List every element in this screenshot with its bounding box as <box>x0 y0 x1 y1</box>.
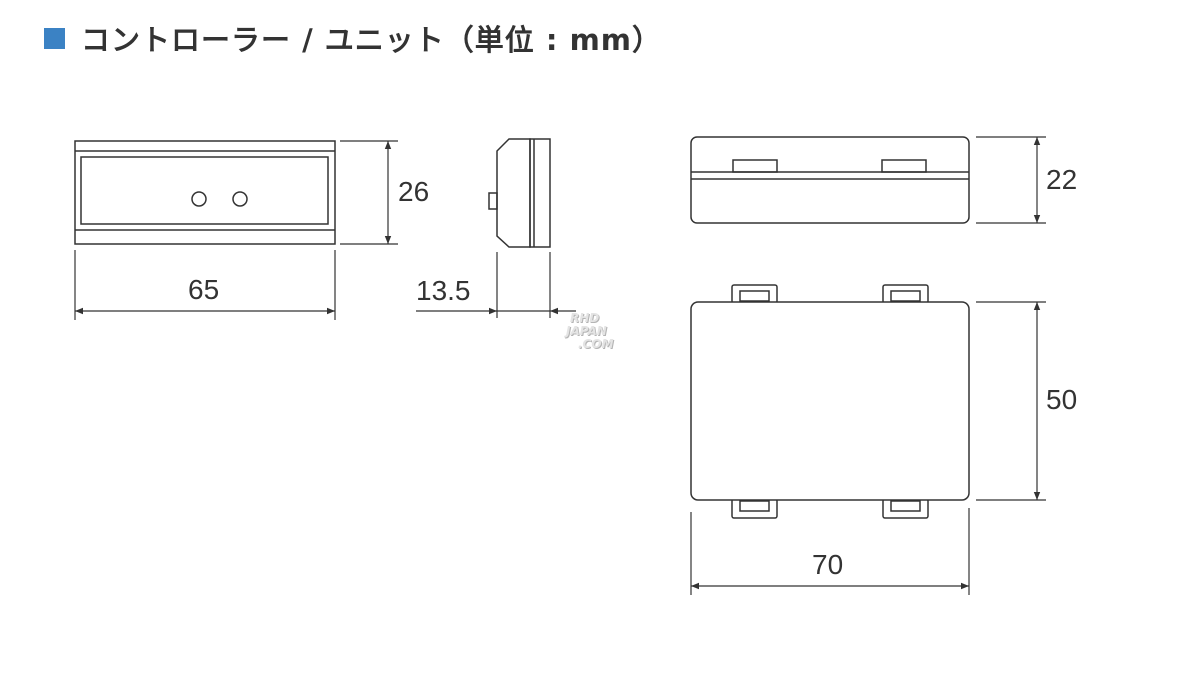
controller-height-label: 26 <box>398 176 430 207</box>
blue-square-icon <box>44 27 65 49</box>
watermark-logo: RHD JAPAN .COM <box>566 312 636 351</box>
controller-height-dimension <box>340 140 398 245</box>
watermark-line-3: .COM <box>578 337 614 351</box>
controller-front-view <box>74 140 336 245</box>
unit-width-label: 70 <box>812 549 844 580</box>
section-header: コントローラー / ユニット（単位 : mm） <box>44 18 662 58</box>
unit-height-dimension <box>976 136 1046 224</box>
controller-depth-dimension <box>416 252 576 318</box>
page-title: コントローラー / ユニット（単位 : mm） <box>81 23 663 57</box>
controller-width-dimension <box>74 250 336 320</box>
unit-top-clip-bottom-right <box>882 498 929 519</box>
watermark-line-1: RHD <box>570 311 600 325</box>
controller-width-label: 65 <box>188 274 220 305</box>
unit-side-view <box>690 136 970 224</box>
controller-depth-label: 13.5 <box>416 275 471 306</box>
unit-top-view <box>690 284 970 519</box>
unit-height-label: 22 <box>1046 164 1078 195</box>
unit-depth-dimension <box>976 301 1046 501</box>
unit-side-clip-right <box>881 159 927 173</box>
unit-width-dimension <box>690 508 970 595</box>
watermark-line-2: JAPAN <box>566 324 607 338</box>
controller-side-view <box>488 138 551 248</box>
unit-top-clip-bottom-left <box>731 498 778 519</box>
controller-button-left <box>191 191 207 207</box>
controller-button-right <box>232 191 248 207</box>
unit-depth-label: 50 <box>1046 384 1078 415</box>
unit-side-clip-left <box>732 159 778 173</box>
